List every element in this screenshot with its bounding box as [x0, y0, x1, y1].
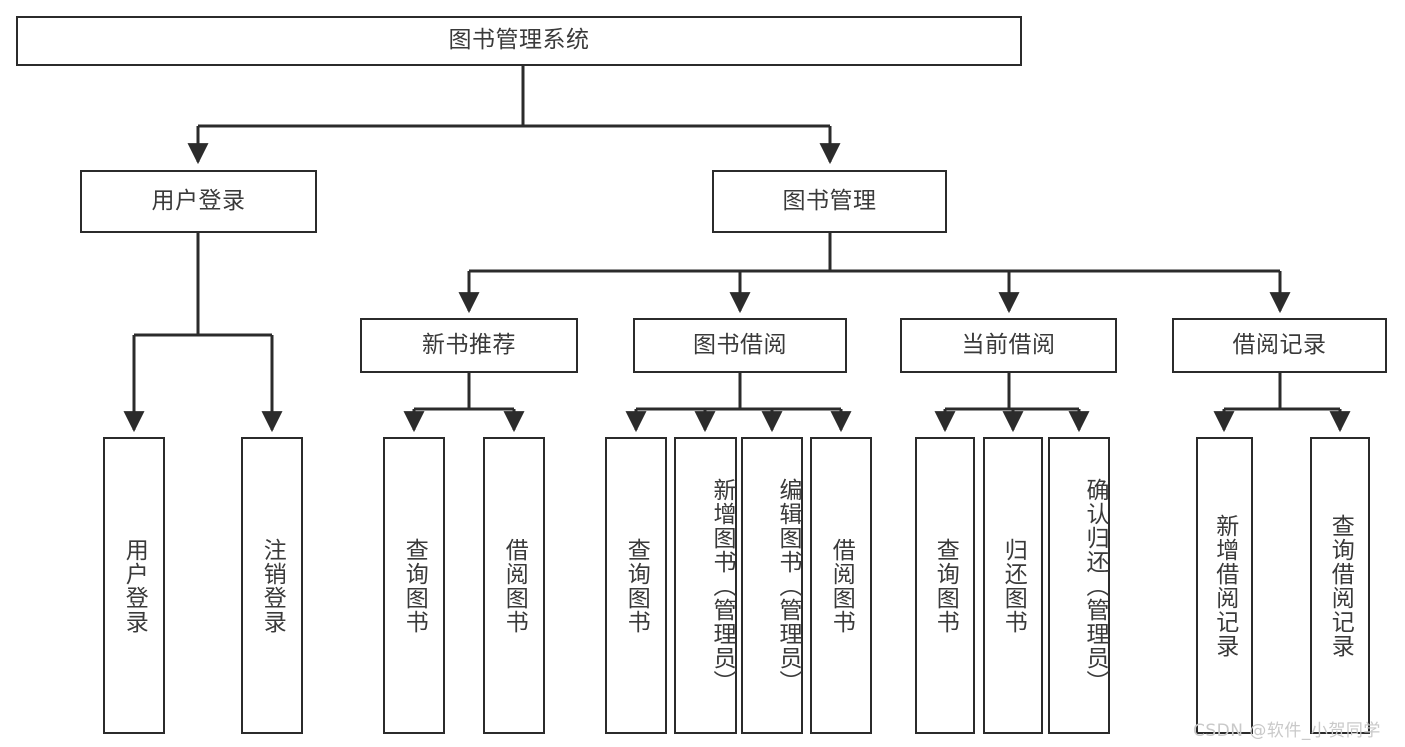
node-label: 新增图书（管理员） [709, 477, 735, 694]
node-current-borrow[interactable]: 当前借阅 [900, 318, 1117, 373]
node-label: 图书借阅 [693, 331, 787, 358]
node-user-login[interactable]: 用户登录 [80, 170, 317, 233]
node-label: 借阅图书 [828, 537, 855, 634]
node-leaf-confirm-return-admin[interactable]: 确认归还（管理员） [1048, 437, 1110, 734]
csdn-watermark: CSDN @软件_小贺同学 [1193, 721, 1381, 741]
node-label: 新书推荐 [422, 331, 516, 358]
node-label: 当前借阅 [961, 331, 1056, 358]
node-label: 查询图书 [623, 537, 650, 634]
node-leaf-query-borrow-record[interactable]: 查询借阅记录 [1310, 437, 1370, 734]
node-label: 注销登录 [259, 537, 286, 634]
node-leaf-user-login[interactable]: 用户登录 [103, 437, 165, 734]
node-leaf-borrow-book[interactable]: 借阅图书 [810, 437, 872, 734]
node-leaf-edit-book-admin[interactable]: 编辑图书（管理员） [741, 437, 803, 734]
node-label: 用户登录 [121, 537, 148, 634]
node-label: 借阅记录 [1232, 331, 1327, 358]
node-label: 新增借阅记录 [1211, 513, 1238, 658]
node-borrow-record[interactable]: 借阅记录 [1172, 318, 1387, 373]
node-leaf-return-book[interactable]: 归还图书 [983, 437, 1043, 734]
node-leaf-add-book-admin[interactable]: 新增图书（管理员） [674, 437, 737, 734]
node-label: 查询借阅记录 [1327, 513, 1354, 658]
node-label: 归还图书 [1000, 537, 1027, 634]
node-label: 查询图书 [401, 537, 428, 634]
node-book-borrow[interactable]: 图书借阅 [633, 318, 847, 373]
node-root-book-management-system[interactable]: 图书管理系统 [16, 16, 1022, 66]
node-label: 图书管理系统 [448, 27, 590, 54]
node-label: 图书管理 [782, 187, 877, 214]
node-leaf-query-book-recommend[interactable]: 查询图书 [383, 437, 445, 734]
node-leaf-add-borrow-record[interactable]: 新增借阅记录 [1196, 437, 1253, 734]
node-leaf-borrow-book-recommend[interactable]: 借阅图书 [483, 437, 545, 734]
node-label: 编辑图书（管理员） [775, 477, 801, 694]
node-label: 确认归还（管理员） [1082, 477, 1108, 694]
node-leaf-query-book-borrow[interactable]: 查询图书 [605, 437, 667, 734]
node-label: 用户登录 [151, 187, 246, 214]
node-book-management[interactable]: 图书管理 [712, 170, 947, 233]
node-new-book-recommend[interactable]: 新书推荐 [360, 318, 578, 373]
node-leaf-query-book-current[interactable]: 查询图书 [915, 437, 975, 734]
node-label: 查询图书 [932, 537, 959, 634]
node-label: 借阅图书 [501, 537, 528, 634]
node-leaf-logout-login[interactable]: 注销登录 [241, 437, 303, 734]
